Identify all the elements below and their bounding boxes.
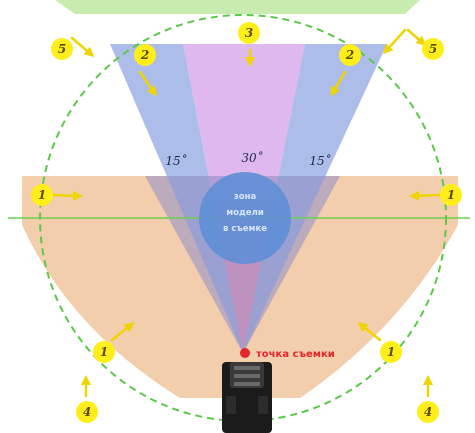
svg-text:5: 5: [429, 42, 437, 56]
svg-text:1: 1: [447, 188, 455, 202]
angle-left: 15˚: [165, 153, 186, 168]
model-zone: [199, 172, 291, 264]
marker-4-left: 4: [76, 401, 98, 423]
svg-text:4: 4: [83, 405, 91, 419]
marker-5-left: 5: [51, 38, 73, 60]
shooting-point-dot: [240, 348, 250, 358]
marker-2-left: 2: [134, 44, 156, 66]
shooting-point-label: точка съемки: [256, 349, 335, 360]
camera-icon: [222, 362, 272, 433]
svg-text:5: 5: [58, 42, 66, 56]
zone-label-2: модели: [226, 208, 264, 218]
svg-text:4: 4: [424, 405, 432, 419]
svg-text:1: 1: [100, 345, 108, 359]
background-band: [55, 0, 420, 14]
zone-label-3: в съемке: [223, 224, 267, 234]
overlap-zone: [145, 176, 340, 353]
zone-label-1: зона: [234, 192, 257, 202]
svg-text:1: 1: [38, 188, 46, 202]
marker-1-right: 1: [440, 184, 462, 206]
marker-5-right: 5: [422, 38, 444, 60]
svg-text:1: 1: [387, 345, 395, 359]
angle-right: 15˚: [309, 153, 330, 168]
marker-3-top: 3: [238, 22, 260, 44]
angle-center: 30˚: [241, 150, 262, 165]
svg-text:2: 2: [345, 48, 354, 62]
svg-text:3: 3: [245, 26, 253, 40]
marker-1-lower-right: 1: [380, 341, 402, 363]
svg-text:2: 2: [140, 48, 149, 62]
marker-4-right: 4: [417, 401, 439, 423]
marker-1-lower-left: 1: [93, 341, 115, 363]
marker-1-left: 1: [31, 184, 53, 206]
marker-2-right: 2: [339, 44, 361, 66]
